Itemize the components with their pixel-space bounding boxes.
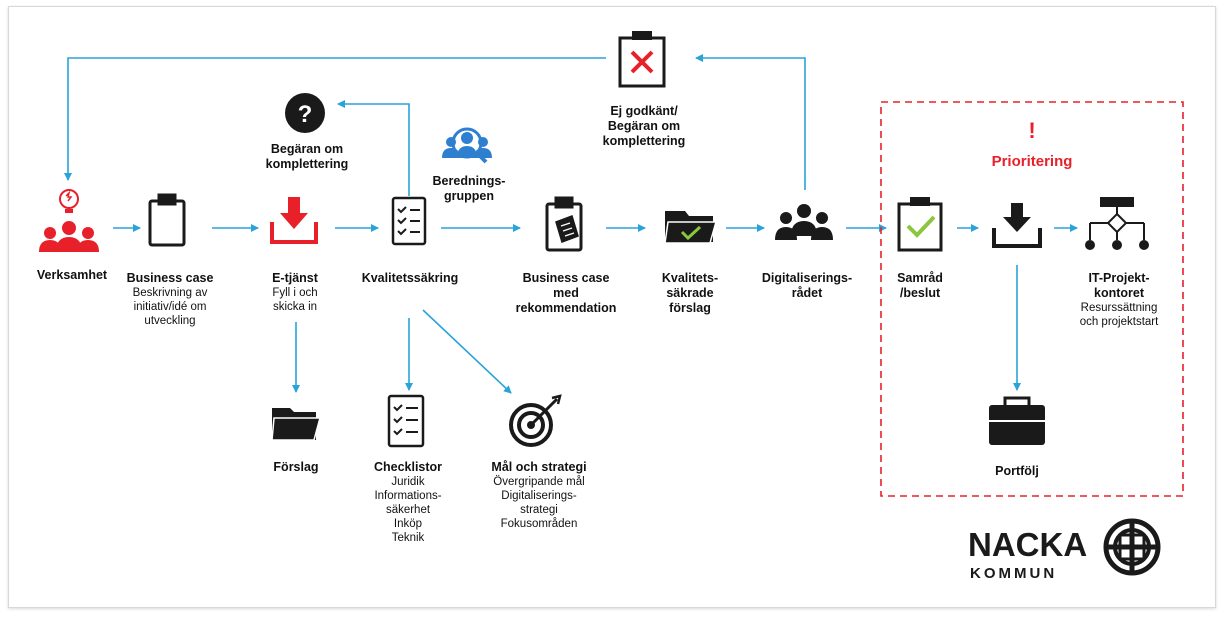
- node-portfolj: Portfölj: [977, 464, 1057, 479]
- node-beredningsgruppen-title-1: Berednings-: [432, 174, 506, 188]
- question-circle-icon: ?: [285, 93, 325, 133]
- node-kval-forslag-title-1: Kvalitets-: [661, 271, 719, 285]
- people-lightbulb-icon: [39, 189, 99, 252]
- node-it-projekt-title-2: kontoret: [1094, 286, 1144, 300]
- arrow-digradet-to-ejgodkant: [695, 54, 806, 190]
- node-begaran-title-2: komplettering: [265, 157, 349, 171]
- node-it-projekt-sub-2: och projektstart: [1079, 316, 1159, 328]
- clipboard-document-icon: [545, 196, 583, 252]
- arrow-kvalitet-to-malstrategi: [422, 309, 512, 394]
- prioritering-exclamation: !: [1028, 118, 1035, 143]
- group-people-icon: [775, 204, 833, 240]
- checklist-icon: [391, 196, 427, 246]
- node-mal-strategi-sub-2: Digitaliserings-: [501, 490, 577, 502]
- node-beredningsgruppen: Berednings- gruppen: [424, 174, 514, 204]
- node-kval-forslag-title-2: säkrade: [666, 286, 714, 300]
- arrow-kvalitet-to-begaran: [337, 100, 410, 196]
- node-bc-rekommendation: Business case med rekommendation: [510, 271, 622, 316]
- node-dig-radet-title-2: rådet: [791, 286, 823, 300]
- node-checklistor-sub-3: säkerhet: [385, 504, 431, 516]
- node-bc-rek-title-2: med: [553, 286, 579, 300]
- node-kvalitetssakring-title: Kvalitetssäkring: [361, 271, 459, 285]
- folder-check-icon: [664, 211, 717, 244]
- node-samrad-title-2: /beslut: [899, 286, 941, 300]
- node-kvalitetssakring: Kvalitetssäkring: [345, 271, 475, 286]
- arrow-ejgodkant-to-verksamhet: [64, 57, 606, 181]
- node-samrad: Samråd /beslut: [885, 271, 955, 301]
- node-ej-godkant: Ej godkänt/ Begäran om komplettering: [584, 104, 704, 149]
- node-etjanst-sub-1: Fyll i och: [272, 287, 318, 299]
- node-mal-strategi-sub-3: strategi: [520, 504, 558, 516]
- node-begaran-title-1: Begäran om: [270, 142, 344, 156]
- nacka-seal-icon: [1103, 518, 1161, 576]
- node-it-projekt: IT-Projekt- kontoret Resurssättning och …: [1064, 271, 1174, 329]
- node-kval-forslag-title-3: förslag: [669, 301, 711, 315]
- node-business-case-sub-1: Beskrivning av: [132, 287, 208, 299]
- svg-text:?: ?: [298, 101, 313, 128]
- connector-arrows: [64, 54, 1078, 394]
- node-beredningsgruppen-title-2: gruppen: [444, 189, 494, 203]
- node-forslag-title: Förslag: [273, 460, 319, 474]
- node-mal-strategi-sub-4: Fokusområden: [500, 518, 578, 530]
- people-search-icon: [442, 127, 492, 164]
- node-samrad-title-1: Samråd: [897, 271, 943, 285]
- node-bc-rek-title-3: rekommendation: [515, 301, 617, 315]
- node-mal-strategi-sub-1: Övergripande mål: [493, 476, 585, 488]
- node-checklistor-sub-1: Juridik: [391, 476, 425, 488]
- node-checklistor-sub-2: Informations-: [374, 490, 442, 502]
- clipboard-reject-icon: [618, 31, 666, 88]
- node-business-case-title: Business case: [126, 271, 214, 285]
- node-portfolj-title: Portfölj: [995, 464, 1039, 478]
- node-etjanst-sub-2: skicka in: [272, 301, 318, 313]
- target-icon: [509, 394, 562, 447]
- node-ej-godkant-title-1: Ej godkänt/: [610, 104, 678, 118]
- clipboard-icon: [148, 193, 186, 247]
- node-bc-rek-title-1: Business case: [522, 271, 610, 285]
- node-forslag: Förslag: [256, 460, 336, 475]
- node-begaran: Begäran om komplettering: [252, 142, 362, 172]
- node-dig-radet-title-1: Digitaliserings-: [761, 271, 853, 285]
- prioritering-label: Prioritering: [992, 153, 1073, 170]
- node-checklistor-sub-5: Teknik: [391, 532, 425, 544]
- svg-text:KOMMUN: KOMMUN: [970, 565, 1057, 582]
- node-mal-strategi: Mål och strategi Övergripande mål Digita…: [474, 460, 604, 531]
- node-checklistor-title: Checklistor: [373, 460, 443, 474]
- node-checklistor-sub-4: Inköp: [393, 518, 423, 530]
- node-etjanst-title: E-tjänst: [272, 271, 318, 285]
- node-dig-radet: Digitaliserings- rådet: [755, 271, 859, 301]
- briefcase-icon: [989, 396, 1045, 445]
- node-it-projekt-sub-1: Resurssättning: [1080, 302, 1158, 314]
- node-kval-forslag: Kvalitets- säkrade förslag: [650, 271, 730, 316]
- clipboard-check-icon: [897, 197, 943, 252]
- folder-icon: [271, 408, 321, 441]
- node-checklistor: Checklistor Juridik Informations- säkerh…: [356, 460, 460, 545]
- node-business-case: Business case Beskrivning av initiativ/i…: [120, 271, 220, 328]
- download-tray-icon: [992, 203, 1042, 248]
- node-ej-godkant-title-2: Begäran om: [607, 119, 681, 133]
- node-business-case-sub-3: utveckling: [144, 315, 196, 327]
- prioritering-box: [880, 101, 1184, 497]
- checklist-document-icon: [387, 394, 425, 448]
- download-tray-icon-red: [270, 197, 318, 244]
- node-verksamhet: Verksamhet: [22, 268, 122, 283]
- node-etjanst: E-tjänst Fyll i och skicka in: [250, 271, 340, 314]
- org-hierarchy-icon: [1085, 197, 1149, 250]
- nacka-logo: NACKA KOMMUN: [968, 518, 1161, 582]
- node-mal-strategi-title: Mål och strategi: [491, 460, 587, 474]
- diagram-frame: [8, 6, 1216, 608]
- node-ej-godkant-title-3: komplettering: [602, 134, 686, 148]
- node-business-case-sub-2: initiativ/idé om: [133, 301, 207, 313]
- node-it-projekt-title-1: IT-Projekt-: [1088, 271, 1150, 285]
- svg-text:NACKA: NACKA: [968, 526, 1087, 563]
- node-verksamhet-title: Verksamhet: [36, 268, 108, 282]
